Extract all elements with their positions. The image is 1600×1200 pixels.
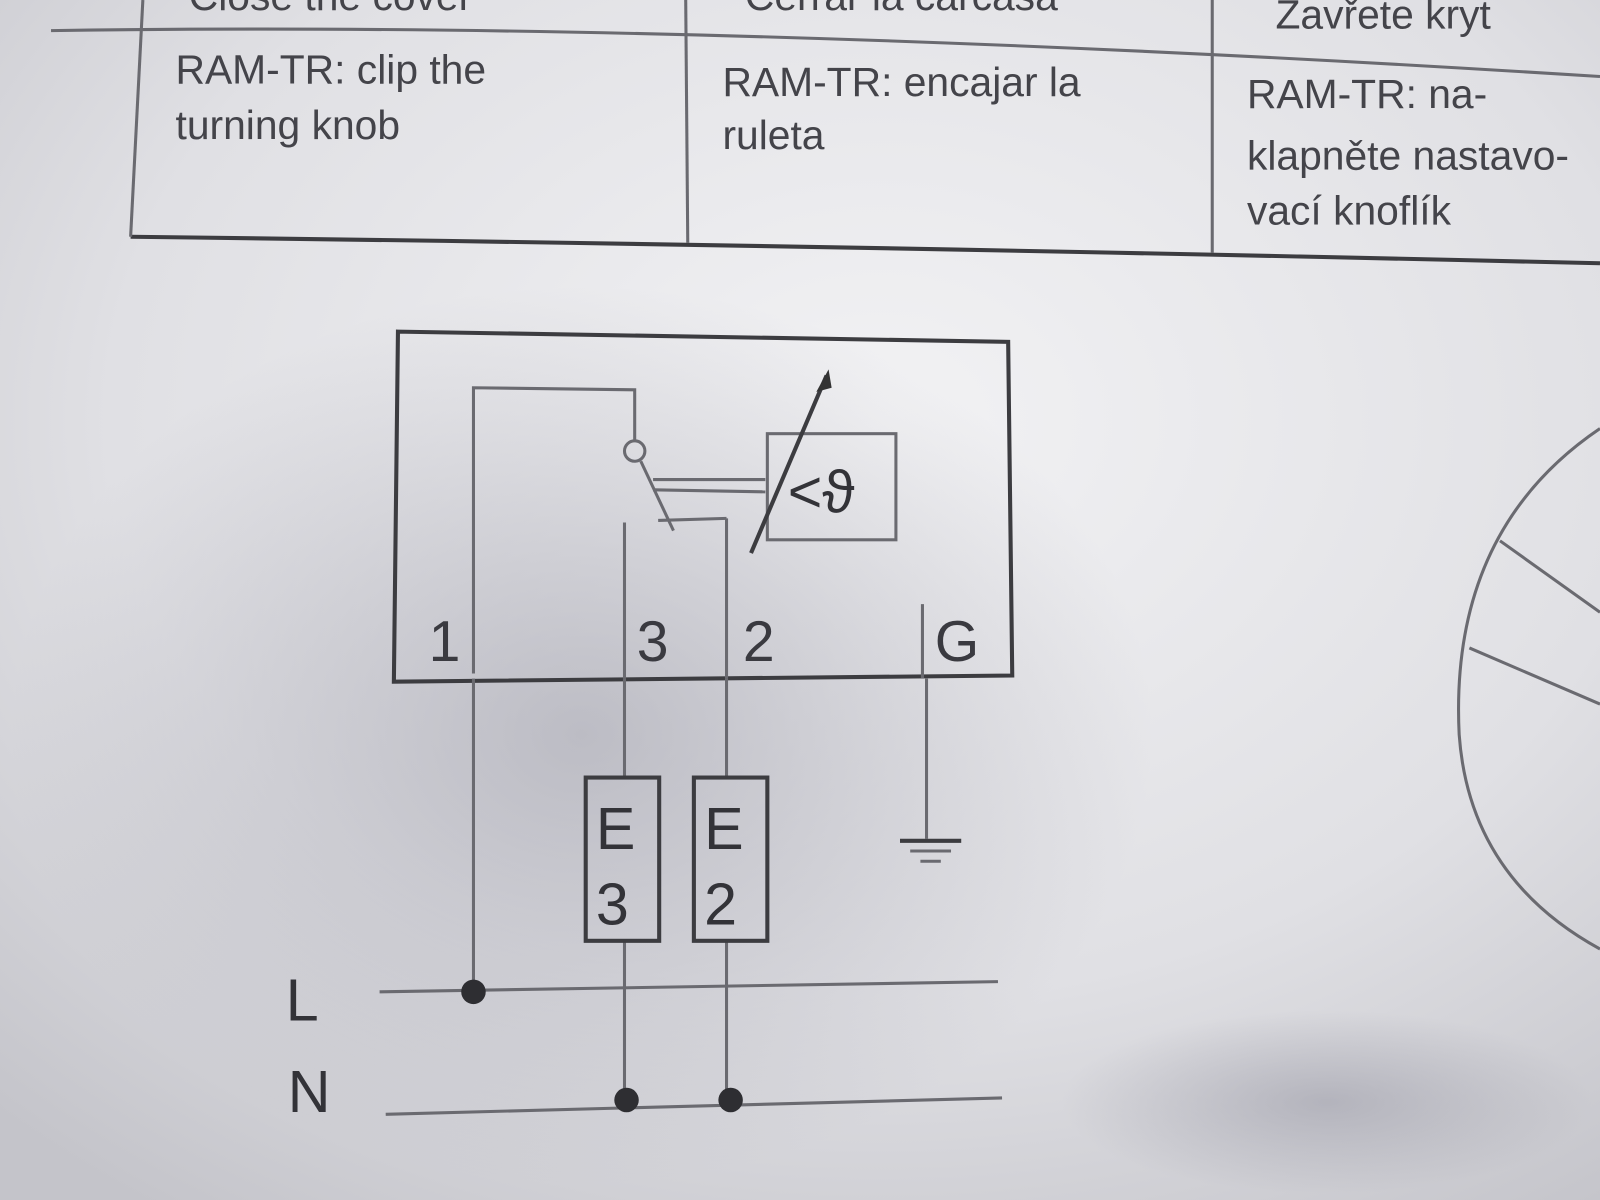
load-letter: E [704, 795, 743, 862]
terminal-g: G [935, 610, 979, 674]
load-letter: E [596, 795, 635, 862]
header-cell-es: Cerrar la carcasa [745, 0, 1058, 19]
cell-cz-line: klapněte nastavo- [1247, 132, 1569, 178]
instruction-table: Close the cover Cerrar la carcasa Zavřet… [50, 0, 1600, 266]
sensor-label: <ϑ [788, 458, 855, 525]
cell-es-line: RAM-TR: encajar la [722, 59, 1080, 105]
load-number: 2 [704, 870, 737, 937]
cell-en-line: turning knob [176, 102, 401, 148]
temperature-sensor [765, 432, 898, 542]
adjustable-arrow-icon [749, 374, 829, 554]
cell-en-line: RAM-TR: clip the [176, 47, 487, 93]
cell-cz-line: RAM-TR: na- [1247, 71, 1487, 117]
header-cell-cz: Zavřete kryt [1276, 0, 1492, 38]
cell-es-line: ruleta [722, 112, 824, 158]
hand-shadow [1061, 1010, 1592, 1194]
heating-element-e3 [583, 775, 662, 943]
terminal-2: 2 [743, 610, 775, 674]
external-wiring: E 3 E 2 L N [286, 678, 1003, 1125]
hand-shadow [10, 285, 1154, 1184]
ground-icon [900, 838, 962, 863]
knob-illustration-partial [1457, 427, 1600, 951]
heating-element-e2 [691, 775, 770, 943]
live-label: L [286, 966, 319, 1033]
thermostat-box: <ϑ 1 3 2 G [391, 329, 1015, 684]
load-number: 3 [596, 870, 629, 937]
header-cell-en: Close the cover [189, 0, 472, 19]
terminal-3: 3 [637, 610, 669, 674]
neutral-line [385, 1096, 1003, 1116]
cell-cz-line: vací knoflík [1247, 187, 1452, 233]
terminal-1: 1 [429, 610, 461, 674]
neutral-label: N [288, 1058, 331, 1125]
